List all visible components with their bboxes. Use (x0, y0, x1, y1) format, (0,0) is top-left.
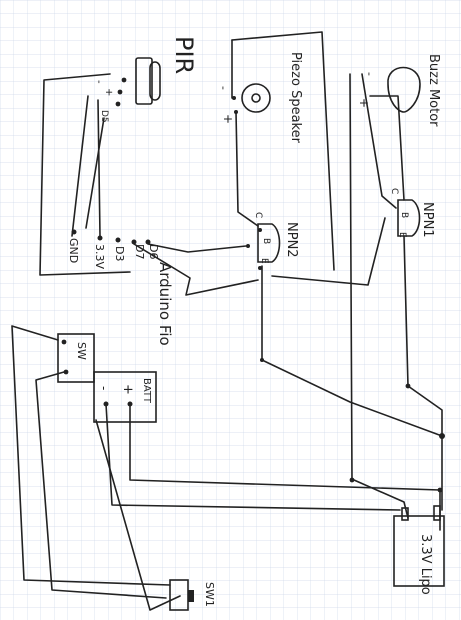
lipo-terminal-plus (433, 505, 441, 521)
npn2-e-label: E (259, 258, 269, 264)
batt-plus-dot (127, 401, 133, 407)
npn2-b-label: B (261, 238, 271, 244)
npn2-pin-dot-1 (246, 244, 250, 248)
wire-npn2-to-npn1-base (271, 217, 386, 286)
wire-pir-d5 (85, 117, 105, 229)
pir-sensor-body (135, 57, 153, 105)
arduino-pin-33v: 3.3V (93, 244, 106, 269)
junction-dot (349, 477, 355, 483)
wire-pir-loop (39, 73, 131, 276)
lipo-battery-body (393, 515, 445, 587)
pir-pin-plus: + (103, 88, 114, 96)
piezo-speaker-body (241, 83, 271, 113)
piezo-plus-label: + (221, 114, 235, 124)
arduino-pin-d3: D3 (113, 246, 126, 261)
buzz-plus-label: + (357, 98, 371, 108)
switch-sw1-actuator (188, 590, 194, 602)
npn1-body (397, 199, 421, 237)
wire-sw-frame-left (11, 325, 171, 586)
batt-minus-dot (103, 401, 109, 407)
pir-title: PIR (170, 36, 198, 74)
batt-minus-label: - (97, 386, 111, 390)
arduino-pin-dot-gnd (71, 229, 77, 235)
wire-pir-to-33v (97, 99, 101, 237)
pir-pin-minus: - (93, 80, 104, 84)
arduino-pin-dot-33v (97, 235, 103, 241)
junction-dot (437, 487, 443, 493)
junctions (260, 358, 445, 493)
wire-batt-minus-to-lipo (105, 403, 401, 511)
npn2-pin-dot-3 (258, 266, 262, 270)
pir-pin-d5: D5 (99, 110, 109, 123)
piezo-speaker-center (251, 93, 261, 103)
npn2-transistor: NPN2 C B E (246, 212, 299, 270)
lipo-label: 3.3V Lipo (418, 534, 433, 595)
switch-sw: SW (57, 333, 95, 383)
npn2-body (257, 223, 281, 263)
piezo-minus-label: - (217, 86, 230, 90)
buzz-motor-body (387, 66, 421, 113)
wire-piezo-frame (231, 31, 335, 271)
wire-sw-to-sw1-left (35, 371, 167, 599)
npn2-pin-dot-2 (258, 228, 262, 232)
switch-sw-dot-1 (61, 339, 67, 345)
pir-sensor-lens (149, 61, 161, 101)
pir-pin-dot-2 (117, 89, 123, 95)
wire-buzz-minus (349, 73, 353, 481)
wire-piezo-plus-to-npn2 (235, 111, 259, 227)
piezo-minus-dot (232, 96, 236, 100)
piezo-speaker-label: Piezo Speaker (288, 52, 303, 144)
buzz-motor-label: Buzz Motor (426, 54, 441, 127)
npn2-c-label: C (253, 212, 263, 218)
npn1-e-label: E (397, 232, 407, 238)
wire-pir-to-gnd (71, 95, 89, 237)
wire-d7-loop (133, 243, 259, 296)
arduino-pin-dot-d3 (115, 237, 121, 243)
npn2-label: NPN2 (284, 222, 299, 258)
lipo-terminal-minus (401, 507, 409, 521)
switch-sw-body (57, 333, 95, 383)
switch-sw-dot-2 (63, 369, 69, 375)
wire-ground-bus (407, 385, 443, 511)
battery-connector-body (93, 371, 157, 423)
switch-sw1-label: SW1 (203, 582, 216, 607)
lipo-battery: 3.3V Lipo (393, 505, 445, 595)
wire-npn2-e-to-ground-bus (261, 265, 443, 437)
wire-npn1-e (403, 235, 409, 387)
arduino-pin-d7: D7 (133, 244, 146, 259)
arduino-pin-dot-d6 (145, 239, 151, 245)
buzz-minus-label: - (363, 72, 376, 76)
npn1-b-label: B (399, 212, 409, 218)
arduino-fio: Arduino Fio D6 D7 D3 3.3V GND (67, 229, 174, 346)
pir-sensor: PIR - + D5 (93, 36, 198, 123)
wire-buzz-plus (369, 95, 405, 201)
wire-ground-bus-lower (353, 479, 409, 519)
junction-dot (405, 383, 411, 389)
piezo-plus-dot (234, 110, 238, 114)
batt-label: BATT (141, 378, 152, 404)
pir-pin-dot-1 (121, 77, 127, 83)
pir-pin-dot-3 (115, 101, 121, 107)
battery-connector: BATT + - (93, 371, 157, 423)
arduino-pin-dot-d7 (131, 239, 137, 245)
junction-dot (260, 358, 264, 362)
npn1-label: NPN1 (420, 202, 435, 238)
wire-d6-to-npn2-base (147, 243, 247, 253)
piezo-speaker: Piezo Speaker - + (217, 52, 303, 144)
npn1-transistor: NPN1 C B E (389, 188, 435, 238)
arduino-pin-gnd: GND (67, 238, 80, 263)
arduino-pin-d6: D6 (147, 244, 160, 259)
batt-plus-label: + (120, 384, 135, 395)
wires (11, 31, 443, 611)
wire-npn1-collector (361, 73, 397, 209)
switch-sw-label: SW (75, 342, 88, 360)
junction-dot (439, 433, 445, 439)
buzz-motor: Buzz Motor - + (357, 54, 441, 127)
arduino-label: Arduino Fio (156, 262, 174, 346)
npn1-c-label: C (389, 188, 399, 194)
switch-sw1: SW1 (169, 579, 216, 611)
